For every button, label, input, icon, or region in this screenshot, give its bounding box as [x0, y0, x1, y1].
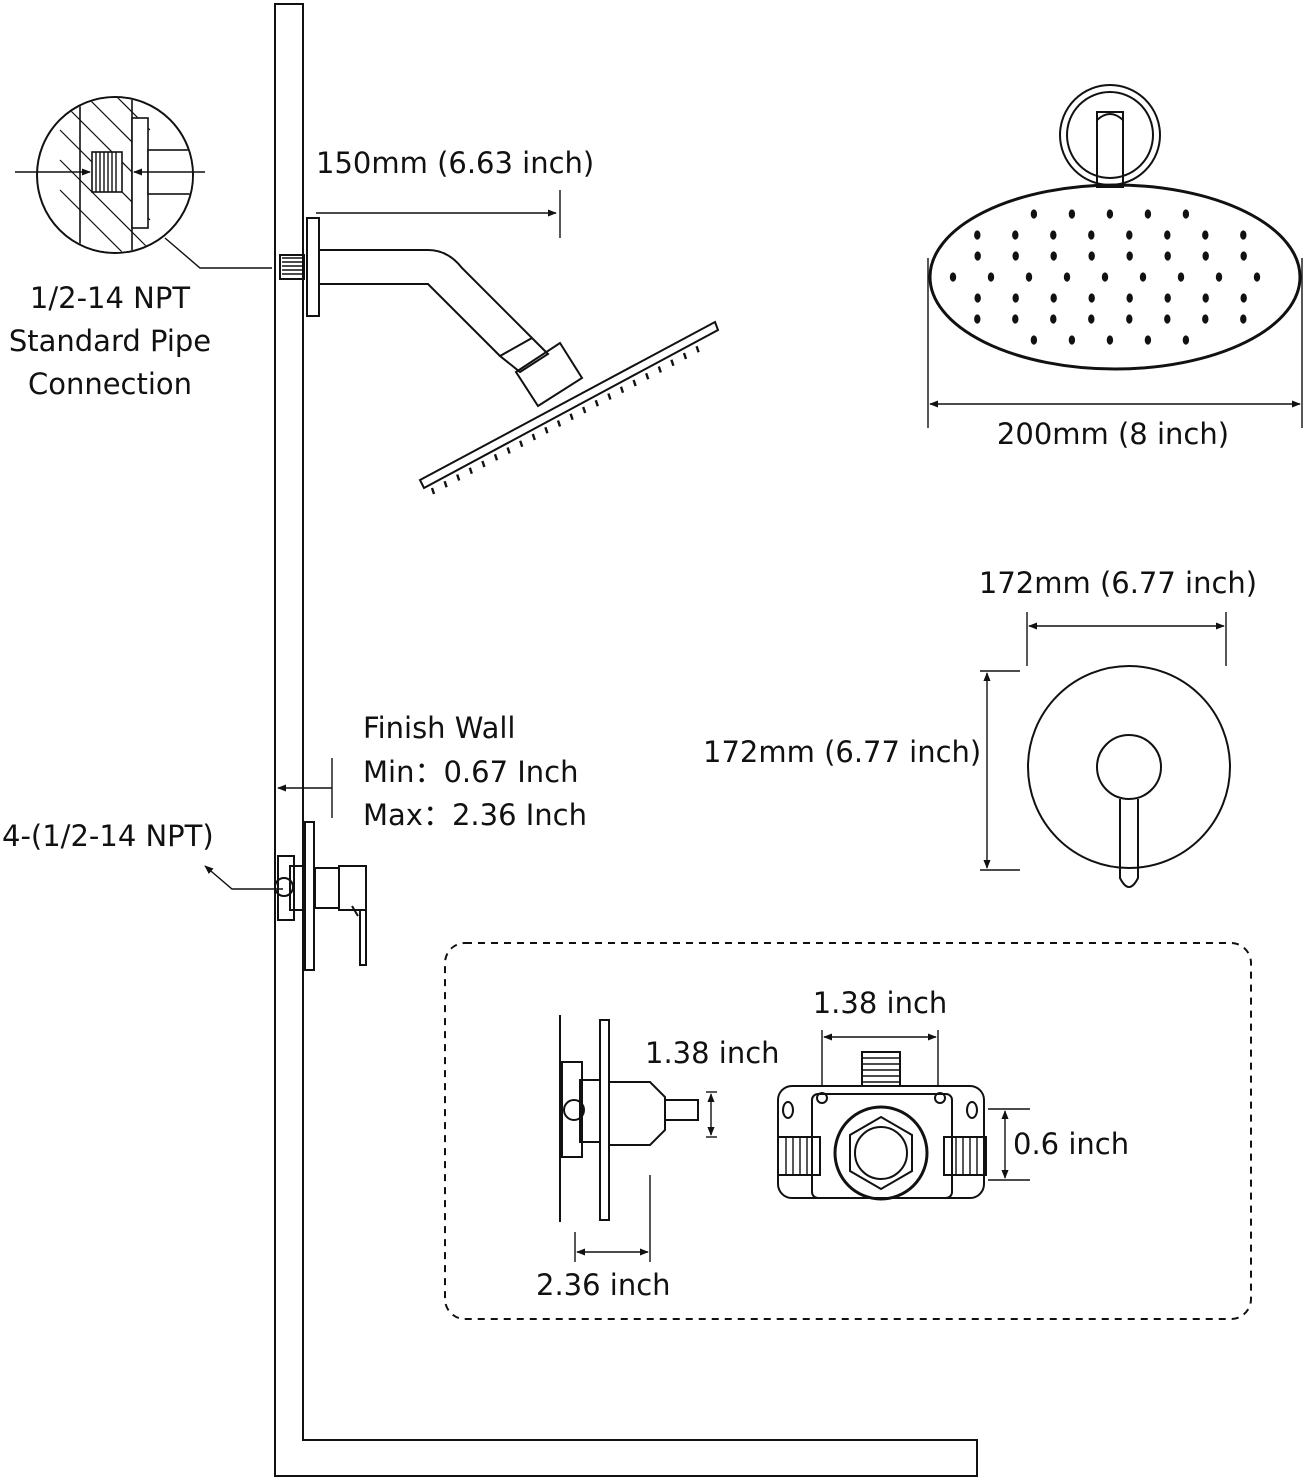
nozzle-dot [1139, 272, 1147, 282]
nozzle-dot [1126, 230, 1133, 240]
nozzle-dot [987, 272, 995, 282]
nozzle-tick [493, 453, 499, 461]
nozzle-dot [1126, 251, 1133, 261]
nozzle-tick [506, 447, 511, 454]
nozzle-dot [1215, 272, 1223, 282]
nozzle-dot [1012, 251, 1019, 261]
nozzle-tick [443, 480, 448, 488]
finish-wall [274, 3, 978, 1477]
nozzle-dot [1253, 272, 1261, 282]
nozzle-dot [1106, 335, 1114, 345]
pipe-label-line1: 1/2-14 NPT [30, 281, 190, 315]
nozzle-tick [468, 467, 473, 475]
nozzle-tick [481, 460, 486, 468]
nozzle-dot [1164, 230, 1171, 240]
shower-arm-side-view [279, 217, 584, 408]
nozzle-tick [645, 372, 650, 380]
nozzle-dot [1202, 230, 1209, 240]
nozzle-dot [1126, 314, 1133, 324]
pipe-label-line3: Connection [28, 367, 192, 401]
nozzle-tick [556, 420, 562, 427]
nozzle-dot [1088, 314, 1095, 324]
nozzle-dot [1088, 251, 1095, 261]
trim-plate-front-view [1027, 665, 1231, 888]
nozzle-dot [1012, 314, 1019, 324]
detail-valve-body-front-view [777, 1051, 987, 1201]
nozzle-tick [619, 386, 625, 394]
detail-valve-side-view [559, 1015, 699, 1222]
nozzle-dot [1063, 272, 1071, 282]
valve-side-view [274, 821, 367, 971]
nozzle-dot [1050, 251, 1057, 261]
nozzle-dot [1126, 293, 1133, 303]
nozzle-tick [632, 379, 637, 387]
nozzle-tick [544, 426, 549, 434]
nozzle-tick [657, 366, 662, 373]
nozzle-dot [1088, 293, 1095, 303]
nozzle-tick [519, 440, 524, 448]
valve-detail-box [444, 942, 1252, 1320]
nozzle-dot [1240, 251, 1247, 261]
nozzle-dot [1182, 209, 1190, 219]
nozzle-tick [695, 345, 700, 353]
nozzle-dot [974, 251, 981, 261]
plate-width-label: 172mm (6.77 inch) [979, 566, 1257, 600]
nozzle-dot [1012, 230, 1019, 240]
nozzle-dot [1088, 230, 1095, 240]
finish-wall-title: Finish Wall [363, 711, 515, 745]
nozzle-dot [1106, 209, 1114, 219]
pipe-label-line2: Standard Pipe [9, 324, 211, 358]
detail-stem-label: 1.38 inch [645, 1036, 780, 1070]
head-diameter-label: 200mm (8 inch) [997, 417, 1229, 451]
nozzle-tick [670, 359, 675, 367]
nozzle-tick [531, 433, 536, 441]
nozzle-tick [682, 352, 688, 360]
nozzle-dot [1050, 293, 1057, 303]
finish-wall-min: Min：0.67 Inch [363, 755, 579, 789]
nozzle-dot [1202, 251, 1209, 261]
nozzle-dot [1012, 293, 1019, 303]
nozzle-dot [1177, 272, 1185, 282]
plate-height-label: 172mm (6.77 inch) [703, 735, 981, 769]
nozzle-dot [1240, 293, 1247, 303]
nozzle-dot [1030, 209, 1038, 219]
nozzle-dot [1144, 209, 1152, 219]
nozzle-dot [1144, 335, 1152, 345]
nozzle-dot [974, 293, 981, 303]
nozzle-tick [582, 406, 587, 414]
nozzle-dot [1164, 314, 1171, 324]
nozzle-dot [1068, 209, 1076, 219]
nozzle-dot [974, 314, 981, 324]
nozzle-dot [1240, 230, 1247, 240]
nozzle-dot [1025, 272, 1033, 282]
pipe-connection-detail [15, 96, 272, 269]
nozzle-dot [1182, 335, 1190, 345]
arm-length-label: 150mm (6.63 inch) [316, 146, 594, 180]
detail-depth-label: 2.36 inch [536, 1268, 671, 1302]
nozzle-dot [1050, 230, 1057, 240]
nozzle-dot [1030, 335, 1038, 345]
nozzle-dot [949, 272, 957, 282]
nozzle-tick [607, 393, 612, 400]
nozzle-dot [1164, 293, 1171, 303]
nozzle-tick [594, 399, 599, 407]
shower-head-front-view [928, 84, 1302, 371]
nozzle-dot [1101, 272, 1109, 282]
nozzle-tick [569, 413, 574, 421]
nozzle-tick [430, 487, 436, 495]
nozzle-dot [1164, 251, 1171, 261]
detail-body-width-label: 1.38 inch [813, 986, 948, 1020]
nozzle-dot [1202, 314, 1209, 324]
nozzle-dot [1050, 314, 1057, 324]
nozzle-dot [1202, 293, 1209, 303]
detail-port-height-label: 0.6 inch [1013, 1127, 1129, 1161]
nozzle-dot [974, 230, 981, 240]
finish-wall-max: Max：2.36 Inch [363, 798, 587, 832]
nozzle-dot [1240, 314, 1247, 324]
valve-ports-label: 4-(1/2-14 NPT) [2, 819, 214, 853]
shower-head-side-view [418, 320, 720, 495]
nozzle-tick [456, 474, 461, 481]
nozzle-dot [1068, 335, 1076, 345]
